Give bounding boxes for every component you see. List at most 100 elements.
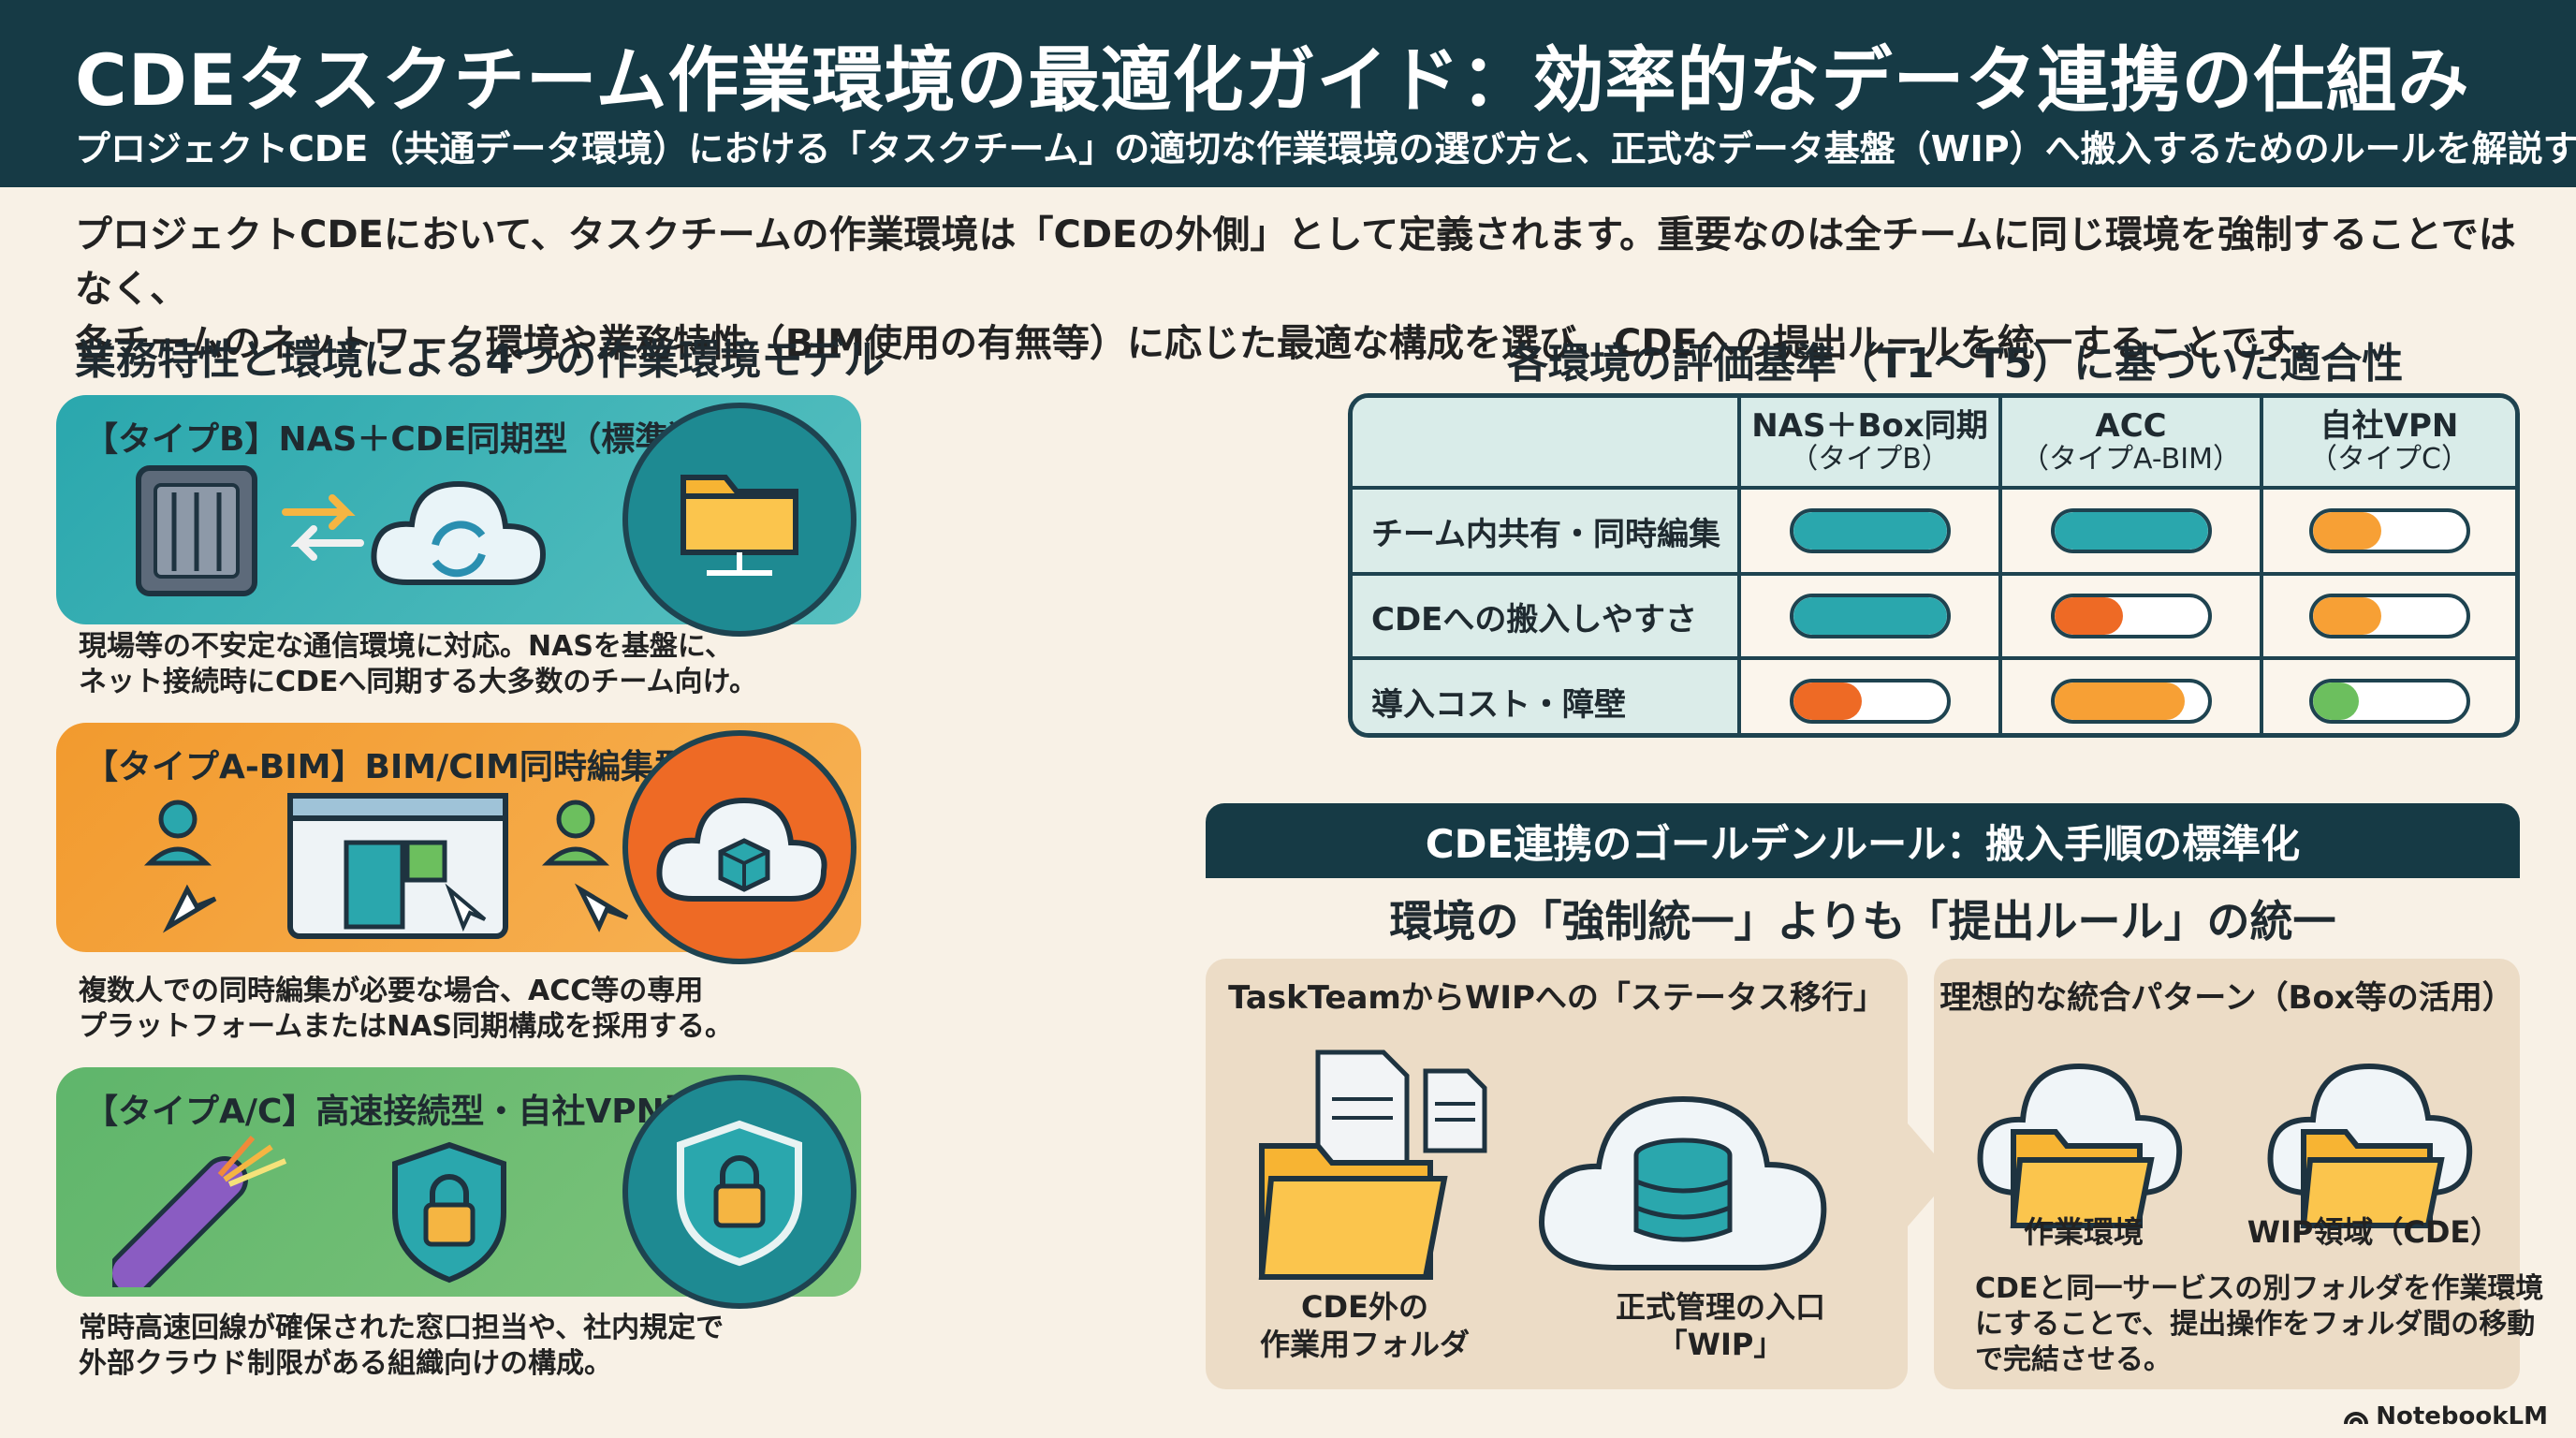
chevron-right-icon bbox=[1908, 1123, 1953, 1226]
rating-bar bbox=[2308, 508, 2470, 553]
golden-rule-band: CDE連携のゴールデンルール：搬入手順の標準化 bbox=[1206, 803, 2520, 878]
rating-bar bbox=[2050, 679, 2212, 724]
wip-entry-label: 正式管理の入口 「WIP」 bbox=[1580, 1288, 1861, 1363]
cloud-folder-icon bbox=[1977, 1063, 2183, 1228]
page-title: CDEタスクチーム作業環境の最適化ガイド：効率的なデータ連携の仕組み bbox=[75, 38, 2470, 122]
column-name: ACC bbox=[2095, 407, 2167, 445]
panel-title: 理想的な統合パターン（Box等の活用） bbox=[1939, 979, 2514, 1017]
rating-bar-fill bbox=[2054, 597, 2124, 635]
sync-arrows-icon bbox=[282, 494, 364, 561]
model-card-label: 【タイプA-BIM】BIM/CIM同時編集型 bbox=[84, 748, 688, 786]
type-a-c-desc-line1: 常時高速回線が確保された窓口担当や、社内規定で bbox=[79, 1312, 724, 1344]
table-row: 導入コスト・障壁 bbox=[1353, 660, 2515, 733]
column-sub: （タイプC） bbox=[2309, 443, 2469, 476]
column-header: 自社VPN （タイプC） bbox=[2263, 398, 2515, 488]
rating-bar-fill bbox=[1793, 597, 1947, 635]
type-a-bim-badge bbox=[622, 730, 856, 964]
integration-desc-line3: で完結させる。 bbox=[1975, 1343, 2172, 1376]
panel-title: TaskTeamからWIPへの「ステータス移行」 bbox=[1228, 979, 1885, 1017]
rating-bar bbox=[1789, 508, 1951, 553]
row-label: CDEへの搬入しやすさ bbox=[1353, 576, 1737, 656]
cloud-folder-icon bbox=[2267, 1063, 2473, 1228]
evaluation-heading: 各環境の評価基準（T1〜T5）に基づいた適合性 bbox=[1507, 340, 2404, 388]
wip-entry-label-line1: 正式管理の入口 bbox=[1615, 1289, 1825, 1325]
rating-cell bbox=[2263, 660, 2515, 733]
model-card-label: 【タイプA/C】高速接続型・自社VPN型 bbox=[84, 1093, 698, 1131]
wip-area-label: WIP領域（CDE） bbox=[2247, 1214, 2501, 1250]
rating-bar-fill bbox=[1793, 512, 1947, 550]
rating-bar bbox=[2050, 508, 2212, 553]
rating-bar-fill bbox=[2054, 682, 2185, 720]
column-name: 自社VPN bbox=[2320, 407, 2459, 445]
rating-bar bbox=[1789, 679, 1951, 724]
rating-cell bbox=[2263, 490, 2515, 572]
type-b-desc-line1: 現場等の不安定な通信環境に対応。NASを基盤に、 bbox=[79, 630, 734, 663]
notebooklm-logo: NotebookLM bbox=[2344, 1402, 2548, 1431]
rating-bar-fill bbox=[2312, 682, 2359, 720]
type-a-c-description: 常時高速回線が確保された窓口担当や、社内規定で 外部クラウド制限がある組織向けの… bbox=[79, 1311, 724, 1382]
shield-lock-icon bbox=[392, 1141, 506, 1284]
type-b-desc-line2: ネット接続時にCDEへ同期する大多数のチーム向け。 bbox=[79, 666, 758, 698]
intro-line-2: 各チームのネットワーク環境や業務特性（BIM使用の有無等）に応じた最適な構成を選… bbox=[75, 322, 2330, 365]
integration-desc-line1: CDEと同一サービスの別フォルダを作業環境 bbox=[1975, 1272, 2544, 1305]
folder-icon bbox=[1258, 1143, 1448, 1280]
work-folder-label-line1: CDE外の bbox=[1301, 1289, 1428, 1325]
rating-cell bbox=[2002, 660, 2260, 733]
work-environment-label: 作業環境 bbox=[2023, 1214, 2144, 1250]
golden-rule-subheading: 環境の「強制統一」よりも「提出ルール」の統一 bbox=[1389, 896, 2336, 946]
nas-icon bbox=[136, 465, 257, 596]
cloud-cube-icon bbox=[656, 797, 827, 902]
type-a-bim-desc-line2: プラットフォームまたはNAS同期構成を採用する。 bbox=[79, 1010, 734, 1043]
rating-bar bbox=[2308, 594, 2470, 638]
type-b-badge bbox=[622, 403, 856, 637]
rating-cell bbox=[1741, 576, 1998, 656]
integration-illustration bbox=[1977, 1063, 2473, 1228]
type-a-bim-desc-line1: 複数人での同時編集が必要な場合、ACC等の専用 bbox=[79, 975, 704, 1007]
fiber-cable-icon bbox=[112, 1136, 287, 1287]
column-header: ACC （タイプA-BIM） bbox=[2002, 398, 2260, 488]
table-row: チーム内共有・同時編集 bbox=[1353, 490, 2515, 572]
work-folder-label-line2: 作業用フォルダ bbox=[1259, 1327, 1470, 1362]
rating-bar bbox=[1789, 594, 1951, 638]
rating-cell bbox=[1741, 660, 1998, 733]
row-label: チーム内共有・同時編集 bbox=[1353, 490, 1737, 572]
intro-text: プロジェクトCDEにおいて、タスクチームの作業環境は「CDEの外側」として定義さ… bbox=[75, 208, 2527, 371]
model-card-label: 【タイプB】NAS＋CDE同期型（標準） bbox=[84, 420, 703, 459]
integration-desc-line2: にすることで、提出操作をフォルダ間の移動 bbox=[1975, 1308, 2536, 1341]
rating-bar-fill bbox=[2312, 512, 2382, 550]
row-label: 導入コスト・障壁 bbox=[1353, 660, 1737, 733]
rating-cell bbox=[1741, 490, 1998, 572]
user-icon bbox=[541, 800, 610, 866]
brand-name: NotebookLM bbox=[2376, 1402, 2548, 1431]
cloud-sync-icon bbox=[371, 480, 547, 585]
work-folder-label: CDE外の 作業用フォルダ bbox=[1243, 1288, 1486, 1363]
document-icon bbox=[1423, 1068, 1487, 1153]
wip-entry-label-line2: 「WIP」 bbox=[1657, 1327, 1784, 1362]
network-folder-icon bbox=[681, 475, 798, 576]
rating-cell bbox=[2002, 576, 2260, 656]
intro-line-1: プロジェクトCDEにおいて、タスクチームの作業環境は「CDEの外側」として定義さ… bbox=[75, 213, 2516, 311]
bim-collab-illustration bbox=[143, 793, 629, 939]
type-a-c-badge bbox=[622, 1075, 856, 1309]
rating-cell bbox=[2002, 490, 2260, 572]
type-a-c-desc-line2: 外部クラウド制限がある組織向けの構成。 bbox=[79, 1347, 612, 1380]
table-row: CDEへの搬入しやすさ bbox=[1353, 576, 2515, 656]
type-b-description: 現場等の不安定な通信環境に対応。NASを基盤に、 ネット接続時にCDEへ同期する… bbox=[79, 629, 757, 700]
cloud-database-icon bbox=[1539, 1095, 1827, 1270]
rating-bar-fill bbox=[1793, 682, 1863, 720]
rating-cell bbox=[2263, 576, 2515, 656]
evaluation-table: NAS＋Box同期 （タイプB） ACC （タイプA-BIM） 自社VPN （タ… bbox=[1348, 393, 2520, 738]
notebooklm-icon bbox=[2344, 1412, 2369, 1425]
rating-bar-fill bbox=[2312, 597, 2382, 635]
table-header-row: NAS＋Box同期 （タイプB） ACC （タイプA-BIM） 自社VPN （タ… bbox=[1353, 398, 2515, 488]
rating-bar bbox=[2308, 679, 2470, 724]
page-subtitle: プロジェクトCDE（共通データ環境）における「タスクチーム」の適切な作業環境の選… bbox=[75, 128, 2576, 169]
user-icon bbox=[143, 800, 212, 866]
status-transition-illustration bbox=[1258, 1049, 1827, 1280]
column-sub: （タイプB） bbox=[1790, 443, 1950, 476]
type-a-bim-description: 複数人での同時編集が必要な場合、ACC等の専用 プラットフォームまたはNAS同期… bbox=[79, 974, 733, 1045]
models-heading: 業務特性と環境による4つの作業環境モデル bbox=[75, 336, 886, 384]
page-header: CDEタスクチーム作業環境の最適化ガイド：効率的なデータ連携の仕組み プロジェク… bbox=[0, 0, 2576, 187]
column-name: NAS＋Box同期 bbox=[1751, 407, 1988, 445]
integration-pattern-panel: 理想的な統合パターン（Box等の活用） 作業環境 WIP領域（CDE） CDEと… bbox=[1934, 959, 2543, 1389]
